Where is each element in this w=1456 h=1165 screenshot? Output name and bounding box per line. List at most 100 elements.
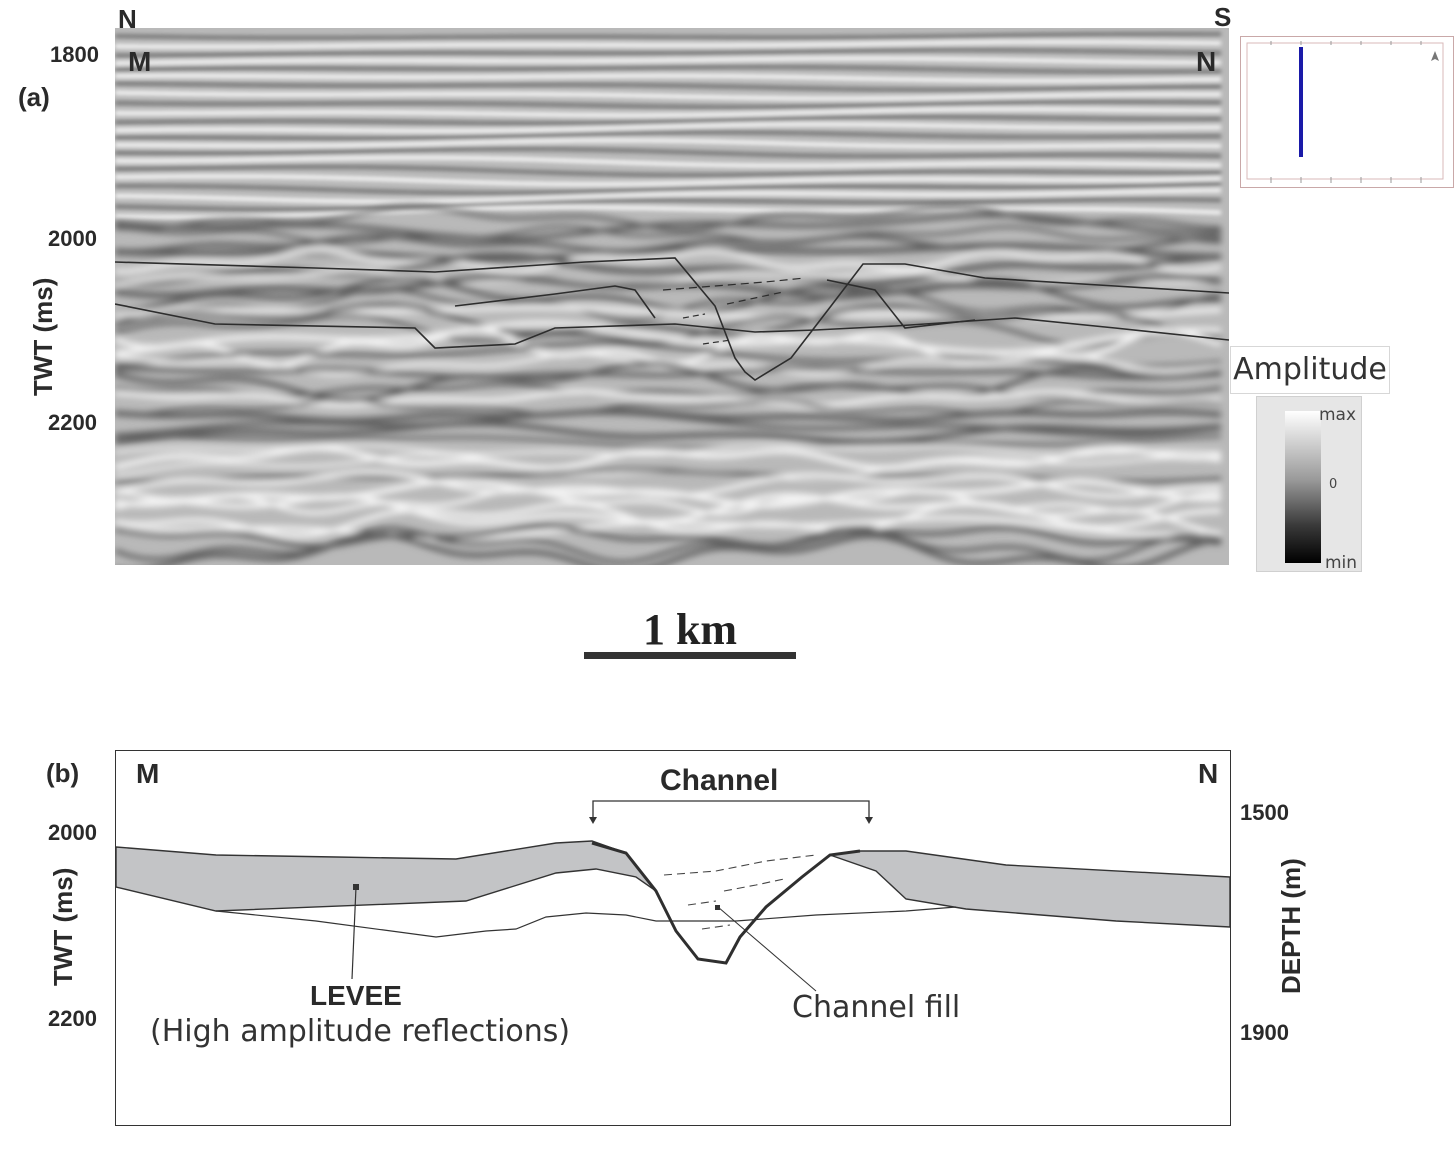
- seismic-reflector: [115, 188, 1222, 204]
- location-inset-map: [1240, 36, 1454, 188]
- seismic-reflector: [115, 382, 1222, 399]
- seismic-reflector: [115, 65, 1222, 74]
- levee-leader-dot: [353, 884, 359, 890]
- seismic-reflector: [115, 138, 1222, 149]
- seismic-reflector: [115, 468, 1222, 484]
- seismic-reflector: [115, 130, 1221, 141]
- seismic-reflector: [115, 389, 1222, 408]
- seismic-reflector: [115, 360, 1222, 403]
- interpretation-graphic: [116, 800, 1230, 992]
- seismic-reflector: [115, 247, 1222, 274]
- seismic-reflector: [115, 224, 1222, 246]
- seismic-reflector: [115, 107, 1221, 118]
- channel-label: Channel: [660, 764, 779, 797]
- right-axis-label: DEPTH (m): [1276, 858, 1306, 994]
- north-arrow-icon: [1431, 51, 1439, 61]
- levee-sublabel: (High amplitude reflections): [150, 1014, 571, 1049]
- right-tick-1900: 1900: [1240, 1020, 1289, 1045]
- seismic-reflector: [115, 523, 1222, 549]
- channel-fill-leader-line: [717, 906, 817, 992]
- channel-fill-reflector-1: [663, 854, 817, 876]
- seismic-reflector: [115, 56, 1221, 66]
- seismic-section: [115, 28, 1229, 565]
- base-reflection: [215, 906, 957, 938]
- channel-fill-label: Channel fill: [792, 990, 961, 1025]
- y-tick-2000: 2000: [48, 226, 97, 251]
- fill-reflector-1: [662, 277, 806, 291]
- levee-label: LEVEE: [310, 980, 402, 1011]
- amplitude-zero-label: 0: [1329, 477, 1338, 492]
- amplitude-colorbar-box: max 0 min: [1256, 396, 1362, 573]
- seismic-reflector: [115, 181, 1222, 195]
- amplitude-colorbar: [1285, 411, 1321, 563]
- seismic-reflector: [115, 434, 1222, 450]
- right-tick-1500: 1500: [1240, 800, 1289, 825]
- seismic-reflector: [157, 531, 1222, 565]
- seismic-reflector: [115, 165, 1222, 177]
- amplitude-min-label: min: [1325, 553, 1358, 573]
- seismic-reflector: [115, 212, 1222, 241]
- seismic-reflector: [115, 501, 1222, 539]
- scale-bar-label: 1 km: [642, 605, 738, 654]
- seismic-reflector: [115, 326, 1222, 369]
- seismic-reflector: [115, 420, 1222, 445]
- seismic-reflector: [115, 487, 1222, 516]
- left-tick-2000: 2000: [48, 820, 97, 845]
- compass-south-right: S: [1214, 2, 1232, 32]
- channel-fill-reflector-4: [701, 924, 731, 930]
- left-axis-label: TWT (ms): [48, 867, 78, 986]
- seismic-reflector: [115, 304, 1222, 320]
- seismic-reflector: [115, 252, 1222, 287]
- seismic-reflector: [115, 205, 1222, 219]
- channel-bracket-arrow-right: [865, 817, 873, 824]
- seismic-reflector: [115, 515, 1222, 541]
- seismic-reflector: [115, 302, 1222, 341]
- seismic-reflector: [115, 366, 1222, 380]
- left-tick-2200: 2200: [48, 1006, 97, 1031]
- compass-north-left: N: [118, 4, 137, 34]
- channel-fill-leader-dot: [715, 905, 720, 910]
- levee-inner-right: [826, 279, 976, 329]
- seismic-image: [115, 28, 1229, 565]
- seismic-reflector: [115, 410, 1222, 438]
- seismic-reflector: [115, 81, 1221, 92]
- levee-left-fill: [116, 840, 657, 912]
- channel-thalweg: [591, 841, 861, 965]
- fill-reflector-4: [702, 339, 732, 345]
- seismic-reflector: [115, 275, 1222, 315]
- channel-bracket: [592, 800, 870, 817]
- panel-b-label: (b): [46, 758, 80, 788]
- seismic-reflector: [115, 197, 1222, 212]
- seismic-reflector: [115, 204, 1222, 232]
- seismic-reflector: [115, 99, 1222, 109]
- levee-inner-left: [454, 285, 656, 319]
- levee-right-fill: [829, 850, 1230, 928]
- y-axis-label: TWT (ms): [28, 277, 58, 396]
- seismic-reflector: [115, 525, 1222, 565]
- channel-fill-reflector-3: [687, 900, 717, 906]
- amplitude-max-label: max: [1319, 405, 1357, 425]
- fill-reflector-2: [726, 291, 784, 305]
- seismic-reflector: [115, 341, 1222, 369]
- seismic-reflector: [115, 408, 1222, 424]
- seismic-reflector: [115, 40, 1222, 49]
- seismic-reflector: [115, 48, 1222, 58]
- amplitude-legend-title: Amplitude: [1230, 346, 1390, 394]
- seismic-reflector: [115, 73, 1222, 83]
- seismic-reflector: [115, 31, 1221, 40]
- panel-a-label: (a): [18, 82, 50, 112]
- horizon-base: [115, 303, 1229, 349]
- levee-leader-line: [351, 886, 357, 980]
- scale-bar: [584, 652, 796, 659]
- panel-b-end-m: M: [136, 758, 160, 789]
- seismic-reflector: [115, 122, 1222, 133]
- panel-a-end-m: M: [128, 46, 152, 77]
- seismic-reflector: [115, 114, 1221, 126]
- horizon-top: [115, 257, 1229, 381]
- seismic-reflector: [115, 397, 1222, 417]
- seismic-reflector: [115, 174, 1222, 186]
- y-tick-1800: 1800: [50, 42, 99, 67]
- seismic-reflector: [115, 155, 1222, 168]
- channel-bracket-arrow-left: [589, 817, 597, 824]
- panel-b-end-n: N: [1198, 758, 1219, 789]
